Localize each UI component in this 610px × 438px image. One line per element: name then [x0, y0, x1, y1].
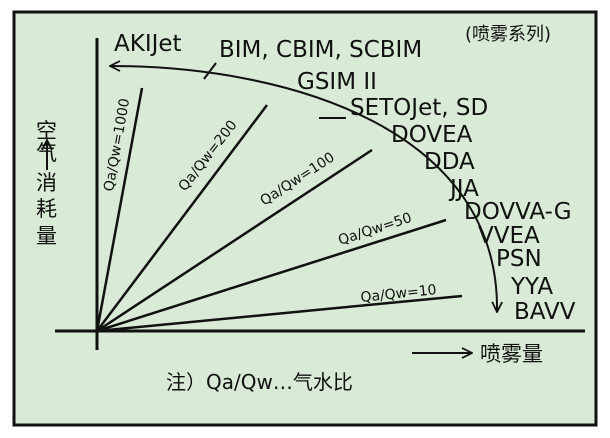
- y-axis-label-char: 量: [36, 224, 57, 248]
- product-label: AKIJet: [114, 31, 182, 57]
- arc-tick-1: [203, 62, 217, 80]
- product-label: DOVVA-G: [464, 199, 572, 225]
- y-axis-label-char: 消: [36, 171, 57, 195]
- product-label: SETOJet, SD: [350, 95, 488, 121]
- product-label: DDA: [424, 149, 475, 175]
- product-label: PSN: [496, 246, 542, 272]
- y-axis-label-char: 气: [36, 141, 57, 165]
- y-axis-label-char: 耗: [36, 197, 57, 221]
- product-label: BAVV: [514, 299, 576, 325]
- product-label: JJA: [448, 176, 479, 202]
- note-text: 注）Qa/Qw…气水比: [166, 370, 353, 394]
- y-axis-label-char: 空: [36, 119, 57, 143]
- product-series-arc: [110, 66, 497, 312]
- product-label: BIM, CBIM, SCBIM: [219, 37, 422, 63]
- product-label: YYA: [510, 274, 553, 300]
- x-axis-label: 喷雾量: [480, 342, 543, 366]
- product-label: DOVEA: [391, 122, 473, 148]
- product-label: GSIM II: [297, 69, 377, 95]
- series-label: (喷雾系列): [465, 24, 551, 45]
- product-label: VVEA: [478, 223, 540, 249]
